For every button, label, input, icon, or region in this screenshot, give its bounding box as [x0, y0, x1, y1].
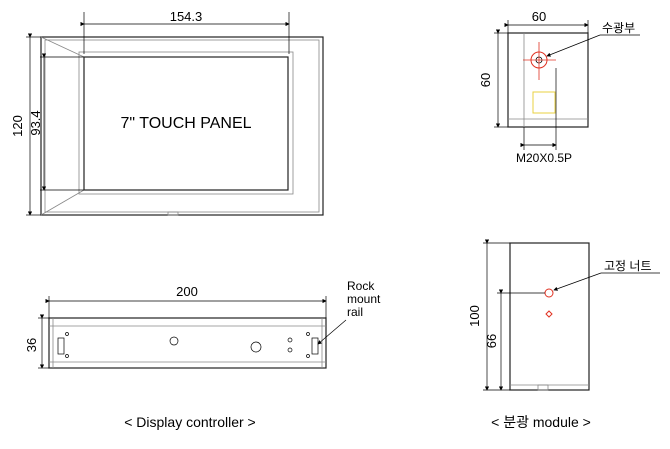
panel-screen	[83, 56, 289, 191]
module-callout-label: 고정 너트	[604, 259, 652, 273]
module-inner-height-dimension: 66	[484, 334, 499, 348]
panel-bottom-tab	[167, 211, 179, 216]
controller-port-2	[250, 341, 262, 353]
controller-port-4	[287, 347, 293, 353]
receiver-height-dimension: 60	[478, 73, 493, 87]
receiver-callout-label: 수광부	[602, 21, 635, 35]
module-marker	[545, 310, 553, 318]
rail-slot-right	[311, 337, 319, 355]
controller-caption: < Display controller >	[124, 414, 256, 430]
panel-outer-height-dimension: 120	[10, 115, 25, 137]
rail-label-line1: Rock	[347, 279, 375, 293]
rail-slot-left	[57, 337, 65, 355]
light-receiver-view: 60 60 수광부 M20X0.5P	[478, 9, 640, 165]
panel-screen-label: 7" TOUCH PANEL	[120, 115, 251, 132]
receiver-body	[507, 32, 589, 128]
controller-body	[48, 317, 327, 369]
splitter-module-view: 100 66 고정 너트 < 분광 module >	[467, 239, 660, 430]
module-body	[509, 242, 590, 391]
controller-port-1	[169, 336, 179, 346]
module-height-dimension: 100	[467, 305, 482, 327]
panel-width-dimension: 154.3	[170, 9, 203, 24]
controller-height-dimension: 36	[24, 338, 39, 352]
panel-inner-height-dimension: 93.4	[28, 110, 43, 135]
module-bottom-tab	[537, 384, 549, 391]
panel-outer-frame	[40, 36, 324, 216]
panel-inner-bezel	[78, 51, 294, 195]
display-panel-view: 7" TOUCH PANEL 154.3 120 93.4	[10, 9, 324, 216]
module-fixing-nut	[544, 288, 554, 298]
receiver-thread-label: M20X0.5P	[516, 151, 572, 165]
receiver-marker	[532, 91, 556, 114]
module-caption: < 분광 module >	[491, 414, 591, 430]
receiver-width-dimension: 60	[532, 9, 546, 24]
controller-width-dimension: 200	[176, 284, 198, 299]
rail-label-line2: mount	[347, 292, 381, 306]
controller-port-3	[287, 337, 293, 343]
rail-label-line3: rail	[347, 305, 363, 319]
controller-view: 200 36 Rock mount rail < Display control…	[24, 279, 381, 430]
